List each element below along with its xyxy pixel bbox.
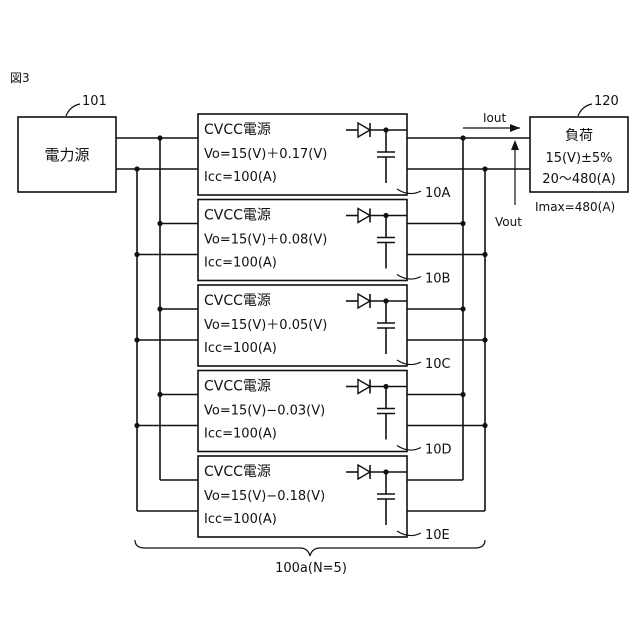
unit-output-voltage: Vo=15(V)−0.03(V) xyxy=(204,404,325,419)
load-current: 20〜480(A) xyxy=(542,172,615,187)
junction-dot xyxy=(157,392,162,397)
unit-current-limit: Icc=100(A) xyxy=(204,341,277,356)
unit-ref-label: 10A xyxy=(425,186,451,201)
unit-title: CVCC電源 xyxy=(204,379,271,395)
unit-current-limit: Icc=100(A) xyxy=(204,256,277,271)
junction-dot xyxy=(134,166,139,171)
junction-dot xyxy=(482,166,487,171)
load-title: 負荷 xyxy=(565,128,593,144)
cvcc-unit-10b: CVCC電源 Vo=15(V)＋0.08(V) Icc=100(A) 10B xyxy=(198,200,450,287)
power-source-ref: 101 xyxy=(82,94,107,109)
unit-current-limit: Icc=100(A) xyxy=(204,512,277,527)
power-supply-units: CVCC電源Vo=15(V)＋0.17(V)Icc=100(A)10ACVCC電… xyxy=(198,114,452,543)
iout-label: Iout xyxy=(483,111,506,125)
load-ref: 120 xyxy=(594,94,619,109)
unit-title: CVCC電源 xyxy=(204,293,271,309)
load-box: 負荷 15(V)±5% 20〜480(A) 120 xyxy=(530,94,628,192)
unit-ref-label: 10E xyxy=(425,528,450,543)
junction-dot xyxy=(157,306,162,311)
vout-arrow: Vout xyxy=(495,140,522,229)
unit-output-voltage: Vo=15(V)＋0.08(V) xyxy=(204,233,327,248)
junction-dot xyxy=(482,252,487,257)
vout-label: Vout xyxy=(495,215,522,229)
unit-output-voltage: Vo=15(V)＋0.17(V) xyxy=(204,147,327,162)
unit-title: CVCC電源 xyxy=(204,208,271,224)
group-label: 100a(N=5) xyxy=(275,561,347,576)
junction-dot xyxy=(460,306,465,311)
cvcc-unit-10c: CVCC電源 Vo=15(V)＋0.05(V) Icc=100(A) 10C xyxy=(198,285,451,372)
junction-dot xyxy=(157,135,162,140)
cvcc-unit-10a: CVCC電源 Vo=15(V)＋0.17(V) Icc=100(A) 10A xyxy=(198,114,451,201)
junction-dot xyxy=(157,221,162,226)
unit-output-voltage: Vo=15(V)−0.18(V) xyxy=(204,489,325,504)
unit-ref-label: 10B xyxy=(425,272,450,287)
unit-current-limit: Icc=100(A) xyxy=(204,427,277,442)
group-brace: 100a(N=5) xyxy=(135,540,485,576)
unit-current-limit: Icc=100(A) xyxy=(204,170,277,185)
junction-dot xyxy=(482,337,487,342)
cvcc-unit-10e: CVCC電源 Vo=15(V)−0.18(V) Icc=100(A) 10E xyxy=(198,456,450,543)
unit-title: CVCC電源 xyxy=(204,122,271,138)
junction-dot xyxy=(134,252,139,257)
power-source: 電力源 101 xyxy=(18,94,116,192)
unit-title: CVCC電源 xyxy=(204,464,271,480)
junction-dot xyxy=(482,423,487,428)
junction-dot xyxy=(460,221,465,226)
junction-dot xyxy=(134,423,139,428)
figure-label: 図3 xyxy=(10,71,30,85)
unit-output-voltage: Vo=15(V)＋0.05(V) xyxy=(204,318,327,333)
power-source-label: 電力源 xyxy=(44,146,89,164)
load-voltage: 15(V)±5% xyxy=(545,151,612,166)
junction-dot xyxy=(134,337,139,342)
cvcc-unit-10d: CVCC電源 Vo=15(V)−0.03(V) Icc=100(A) 10D xyxy=(198,371,452,458)
load-imax: Imax=480(A) xyxy=(535,200,615,214)
unit-ref-label: 10C xyxy=(425,357,451,372)
junction-dot xyxy=(460,135,465,140)
junction-dot xyxy=(460,392,465,397)
iout-arrow: Iout xyxy=(463,111,520,132)
unit-ref-label: 10D xyxy=(425,443,452,458)
